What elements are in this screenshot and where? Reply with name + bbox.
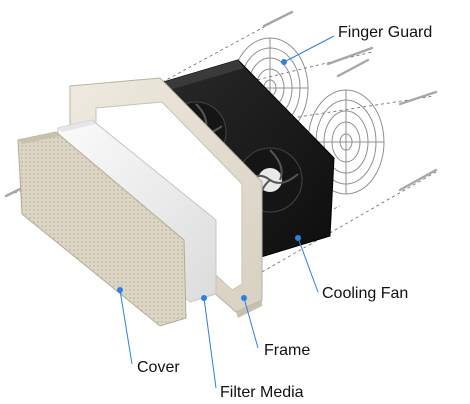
leader-finger-guard (283, 35, 335, 63)
dot-cooling-fan (295, 235, 301, 241)
screw-top-mid (326, 46, 374, 66)
cover (17, 131, 187, 327)
screw-right-lower (398, 168, 438, 192)
leader-filter-media (203, 297, 217, 389)
screws (4, 10, 438, 198)
label-filter-media: Filter Media (220, 384, 304, 401)
screw-top-left (262, 10, 294, 28)
dot-finger-guard (281, 59, 287, 65)
label-frame: Frame (264, 342, 311, 359)
leader-cover (119, 289, 133, 365)
dot-filter-media (201, 295, 207, 301)
leader-cooling-fan (297, 237, 319, 293)
dot-frame (241, 295, 247, 301)
callout-dots (117, 59, 301, 301)
screw-top-right (336, 58, 370, 78)
leader-frame (243, 297, 259, 349)
label-cover: Cover (137, 359, 180, 376)
label-cooling-fan: Cooling Fan (322, 285, 409, 302)
label-finger-guard: Finger Guard (338, 24, 433, 41)
dot-cover (117, 287, 123, 293)
screw-right-upper (398, 90, 438, 106)
screw-left (4, 186, 24, 198)
callout-leaders (119, 35, 335, 389)
